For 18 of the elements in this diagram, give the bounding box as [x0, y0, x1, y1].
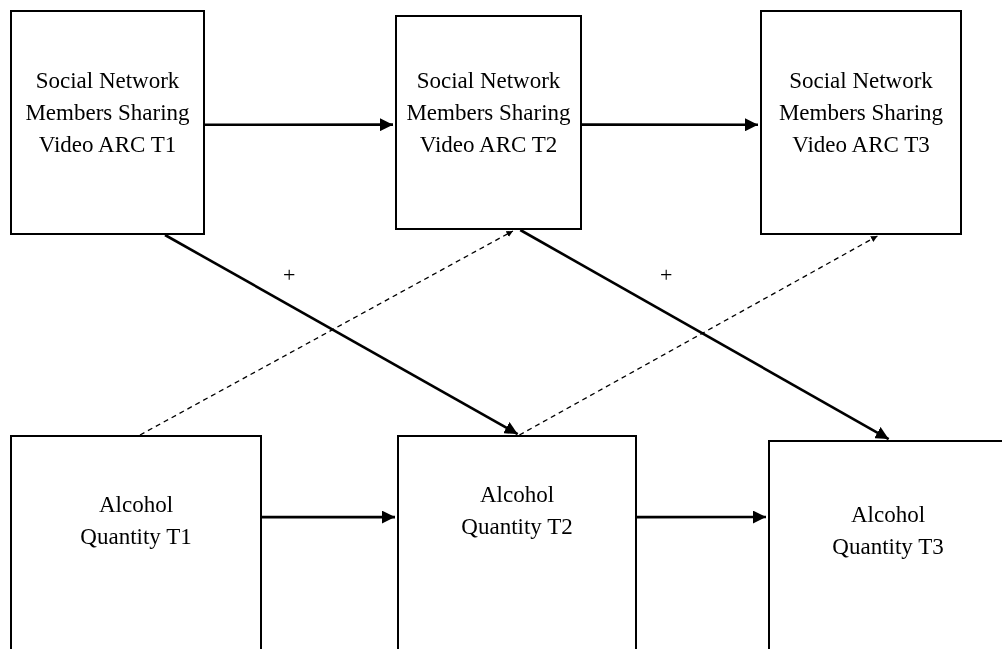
arrow [582, 118, 758, 132]
variable-box [10, 435, 262, 649]
variable-box [768, 440, 1002, 649]
arrow [262, 510, 395, 524]
variable-box [760, 10, 962, 235]
edge-label: + [283, 262, 296, 288]
box-label: Social Network Members Sharing Video ARC T2 [405, 66, 572, 159]
box-label: Social Network Members Sharing Video ARC T1 [24, 66, 191, 159]
arrow [637, 510, 766, 524]
arrow [205, 118, 393, 132]
box-label: Social Network Members Sharing Video ARC T3 [777, 66, 945, 159]
box-label: Alcohol Quantity T3 [831, 501, 945, 561]
edge-label: + [660, 262, 673, 288]
variable-box [397, 435, 637, 649]
variable-box [10, 10, 205, 235]
box-label: Alcohol Quantity T2 [460, 481, 574, 541]
variable-box [395, 15, 582, 230]
box-label: Alcohol Quantity T1 [79, 491, 193, 551]
